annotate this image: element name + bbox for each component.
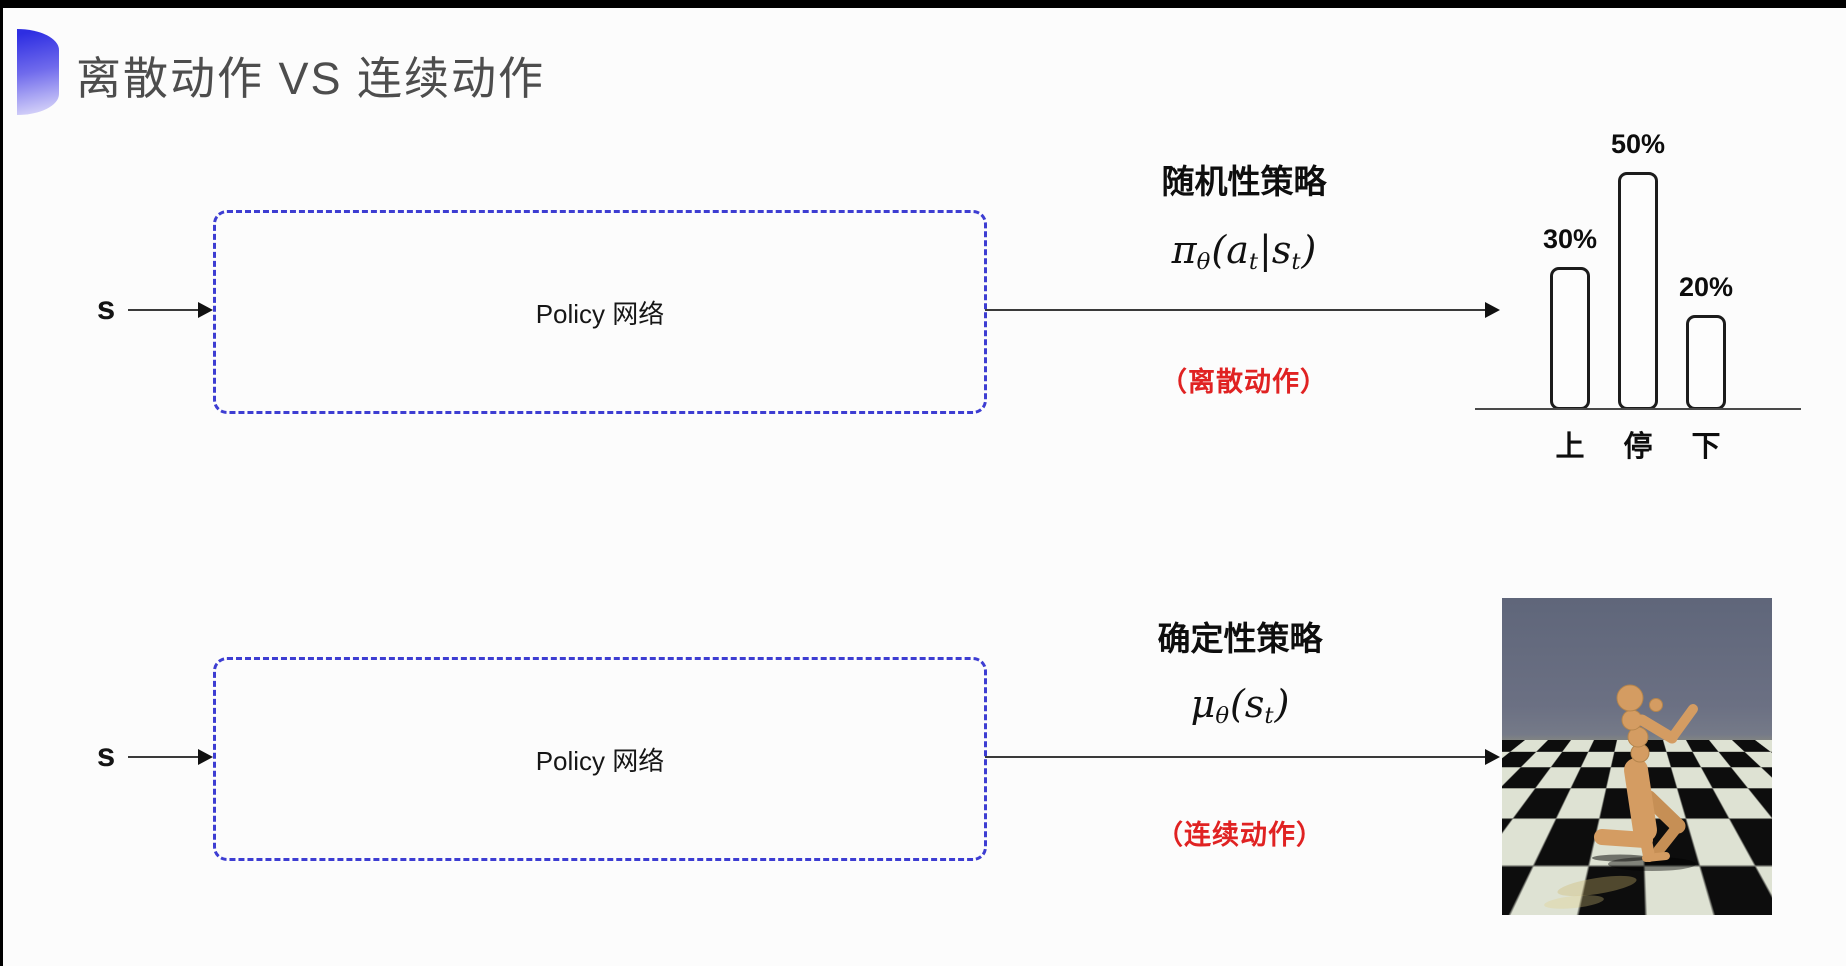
bar-chart: 30%50%20% 上停下	[1475, 115, 1801, 460]
bar-category-label: 停	[1604, 423, 1672, 465]
input-arrow-top	[128, 309, 199, 311]
input-arrow-bottom	[128, 756, 199, 758]
policy-network-box-bottom: Policy 网络	[213, 657, 987, 861]
policy-type-label-top: 随机性策略	[1084, 155, 1404, 203]
bar-category-label: 上	[1536, 423, 1604, 465]
state-label-top: s	[86, 291, 126, 324]
output-arrow-top	[985, 309, 1486, 311]
bar	[1550, 267, 1590, 410]
bar-value-label: 50%	[1611, 129, 1665, 160]
chart-baseline	[1475, 408, 1801, 410]
bar	[1618, 172, 1658, 410]
bar-value-label: 30%	[1543, 224, 1597, 255]
policy-network-label-bottom: Policy 网络	[536, 741, 665, 778]
page-title: 离散动作 VS 连续动作	[76, 42, 545, 107]
bar-chart-columns: 30% 50% 20%	[1475, 115, 1801, 410]
policy-type-label-bottom: 确定性策略	[1080, 612, 1400, 660]
bar-column: 50%	[1604, 115, 1672, 410]
state-label-bottom: s	[86, 738, 126, 771]
output-arrow-bottom	[985, 756, 1486, 758]
bar	[1686, 315, 1726, 410]
bar-column: 20%	[1672, 115, 1740, 410]
policy-formula-bottom: μθ(st)	[1080, 682, 1400, 729]
bar-value-label: 20%	[1679, 272, 1733, 303]
policy-network-label-top: Policy 网络	[536, 294, 665, 331]
bar-column: 30%	[1536, 115, 1604, 410]
input-arrowhead-bottom	[198, 749, 213, 765]
input-arrowhead-top	[198, 302, 213, 318]
action-type-label-top: （离散动作）	[1084, 360, 1404, 399]
action-type-label-bottom: （连续动作）	[1080, 813, 1400, 852]
accent-halfmoon-icon	[17, 29, 59, 115]
humanoid-simulator-scene	[1502, 598, 1772, 915]
output-arrowhead-bottom	[1485, 749, 1500, 765]
policy-network-box-top: Policy 网络	[213, 210, 987, 414]
humanoid-figure	[1502, 598, 1772, 915]
bar-category-label: 下	[1672, 423, 1740, 465]
policy-formula-top: πθ(at|st)	[1084, 228, 1404, 275]
bar-chart-categories: 上停下	[1475, 423, 1801, 465]
